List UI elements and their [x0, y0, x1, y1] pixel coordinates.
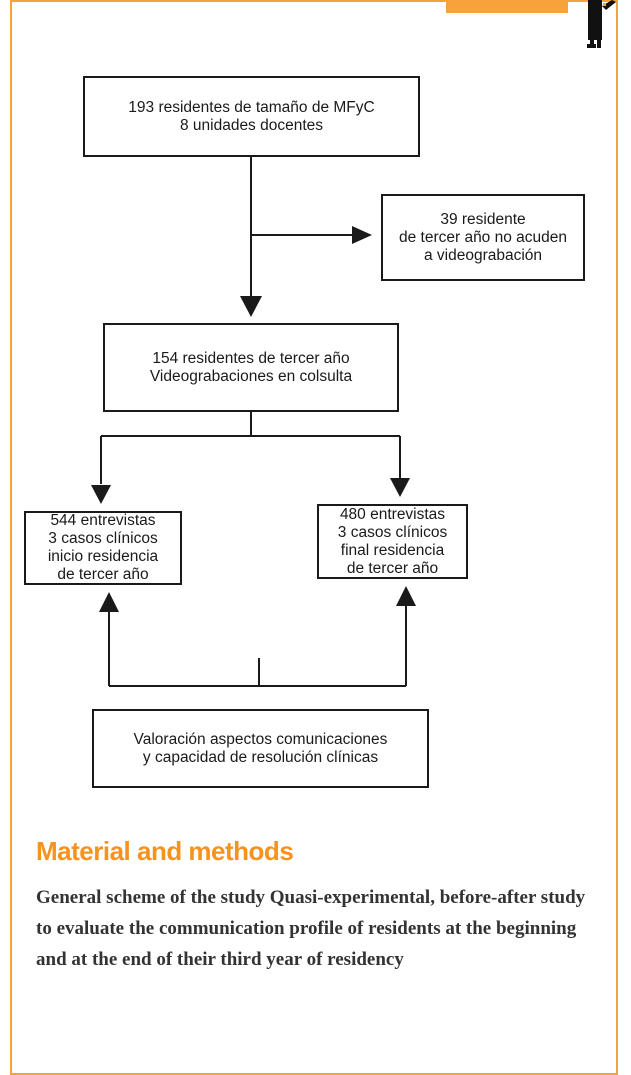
arrowhead-down-start — [91, 485, 111, 504]
box-excluded-line-1: 39 residente — [440, 210, 526, 228]
box-excluded-line-3: a videograbación — [423, 246, 543, 264]
box-start-line-2: 3 casos clínicos — [48, 530, 158, 547]
box-initial-line-2: 8 unidades docentes — [179, 116, 324, 134]
box-initial-line-1: 193 residentes de tamaño de MFyC — [128, 98, 375, 116]
box-end-line-3: final residencia — [340, 541, 445, 559]
box-end-line-1: 480 entrevistas — [339, 505, 446, 523]
box-excluded-residents: 39 residente de tercer año no acuden a v… — [381, 194, 585, 281]
box-end-line-2: 3 casos clínicos — [337, 523, 448, 541]
box-assessment-line-2: y capacidad de resolución clínicas — [142, 748, 379, 766]
box-recorded-residents: 154 residentes de tercer año Videograbac… — [103, 323, 399, 412]
box-assessment: Valoración aspectos comunicaciones y cap… — [92, 709, 429, 788]
box-excluded-line-2: de tercer año no acuden — [398, 228, 568, 246]
arrowhead-up-start — [99, 592, 119, 612]
box-start-line-1: 544 entrevistas — [50, 512, 156, 529]
box-recorded-line-2: Videograbaciones en colsulta — [149, 367, 353, 385]
box-end-interviews: 480 entrevistas 3 casos clínicos final r… — [317, 504, 468, 579]
box-end-line-4: de tercer año — [346, 559, 439, 577]
arrowhead-up-end — [396, 586, 416, 606]
arrowhead-right-excluded — [352, 226, 372, 244]
arrowhead-down-end — [390, 478, 410, 497]
box-initial-residents: 193 residentes de tamaño de MFyC 8 unida… — [83, 76, 420, 157]
section-caption: General scheme of the study Quasi-experi… — [36, 887, 586, 970]
person-figure-icon — [587, 0, 616, 48]
arrowhead-down-recorded — [240, 296, 262, 317]
box-start-line-4: de tercer año — [57, 566, 149, 583]
box-assessment-line-1: Valoración aspectos comunicaciones — [133, 730, 388, 748]
section-title: Material and methods — [36, 836, 294, 866]
box-recorded-line-1: 154 residentes de tercer año — [152, 349, 350, 367]
corner-accent-tab — [446, 0, 568, 13]
box-start-interviews: 544 entrevistas 3 casos clínicos inicio … — [24, 511, 182, 585]
box-start-line-3: inicio residencia — [47, 548, 159, 565]
